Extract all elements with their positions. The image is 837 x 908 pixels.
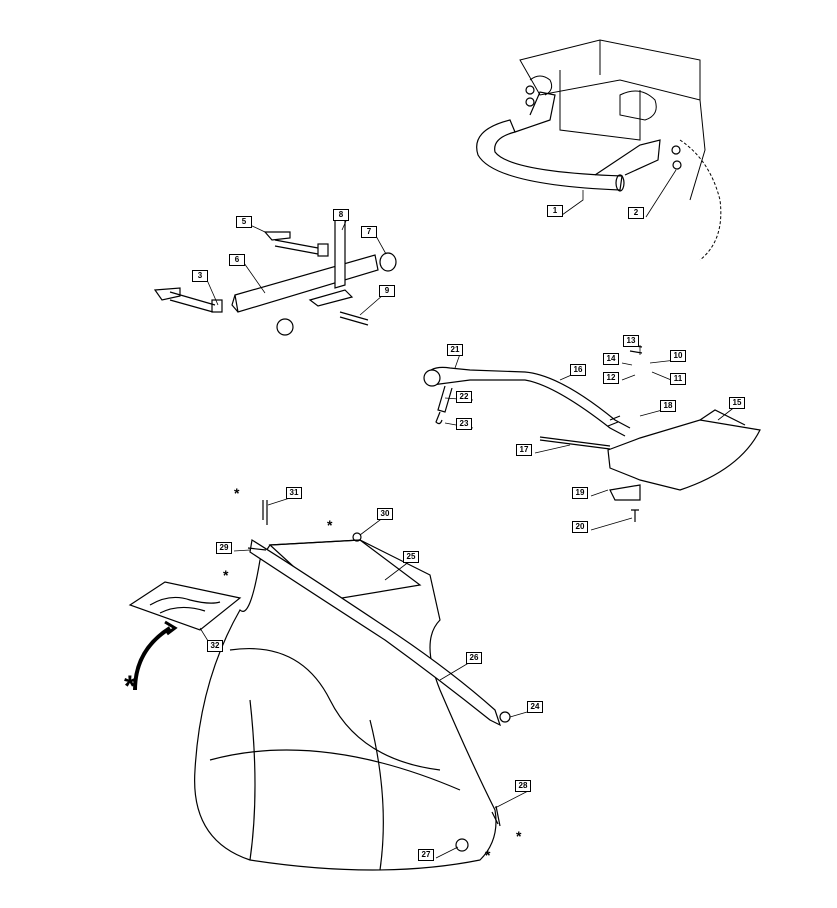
asterisk-mark: * [223, 567, 229, 583]
asterisk-mark-large: * [124, 670, 136, 703]
part-label-19: 19 [572, 487, 588, 499]
part-label-10: 10 [670, 350, 686, 362]
part-label-16: 16 [570, 364, 586, 376]
part-label-7: 7 [361, 226, 377, 238]
part-label-3: 3 [192, 270, 208, 282]
part-label-27: 27 [418, 849, 434, 861]
part-label-6: 6 [229, 254, 245, 266]
part-label-17: 17 [516, 444, 532, 456]
part-label-30: 30 [377, 508, 393, 520]
part-label-11: 11 [670, 373, 686, 385]
part-label-25: 25 [403, 551, 419, 563]
hardware-bag [128, 581, 242, 631]
part-label-28: 28 [515, 780, 531, 792]
part-label-23: 23 [456, 418, 472, 430]
part-label-32: 32 [207, 640, 223, 652]
part-label-14: 14 [603, 353, 619, 365]
asterisk-mark: * [234, 485, 240, 501]
part-label-2: 2 [628, 207, 644, 219]
front-bumper [476, 91, 661, 192]
part-label-29: 29 [216, 542, 232, 554]
part-label-31: 31 [286, 487, 302, 499]
arrow [133, 626, 172, 691]
tractor-frame [519, 39, 722, 261]
part-label-1: 1 [547, 205, 563, 217]
grass-bag [194, 539, 502, 871]
part-label-20: 20 [572, 521, 588, 533]
clip-31 [262, 500, 268, 525]
part-label-22: 22 [456, 391, 472, 403]
asterisk-mark: * [327, 517, 333, 533]
part-label-9: 9 [379, 285, 395, 297]
part-label-18: 18 [660, 400, 676, 412]
part-label-15: 15 [729, 397, 745, 409]
asterisk-mark: * [485, 847, 491, 863]
discharge-chute [607, 409, 761, 522]
leader-lines [199, 169, 737, 859]
part-label-13: 13 [623, 335, 639, 347]
part-label-8: 8 [333, 209, 349, 221]
part-label-5: 5 [236, 216, 252, 228]
hitch-bar [153, 214, 397, 336]
part-label-21: 21 [447, 344, 463, 356]
part-label-26: 26 [466, 652, 482, 664]
part-label-12: 12 [603, 372, 619, 384]
asterisk-mark: * [516, 828, 522, 844]
part-label-24: 24 [527, 701, 543, 713]
deflector-lever [423, 344, 643, 450]
